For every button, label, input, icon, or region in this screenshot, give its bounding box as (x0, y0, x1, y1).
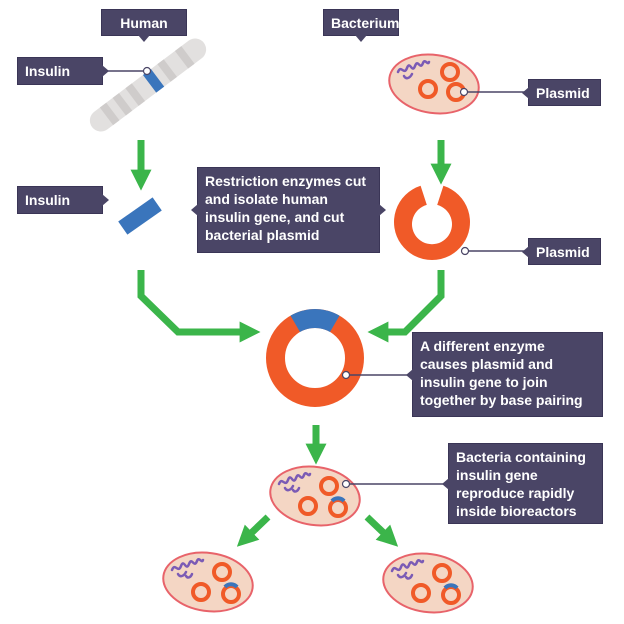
label-plasmid-bacterium: Plasmid (522, 79, 601, 106)
arrow-bent-left (137, 270, 261, 343)
label-insulin-gene-cut: Insulin gene (17, 186, 109, 226)
label-restriction-enzymes: Restriction enzymes cut and isolate huma… (191, 167, 386, 253)
label-insulin-gene-chromosome: Insulin gene (17, 57, 109, 97)
chromosome (89, 38, 207, 132)
label-different-enzyme: A different enzyme causes plasmid and in… (406, 332, 603, 417)
arrow-diag-left (236, 514, 271, 547)
bacterium-offspring-right (377, 546, 479, 620)
label-human-dna: Human DNA (101, 9, 187, 49)
bacterium-original (388, 53, 480, 115)
bacterium-modified (264, 459, 366, 533)
label-bacterium: Bacterium (323, 9, 399, 42)
label-plasmid-cut: Plasmid (522, 238, 601, 265)
cut-plasmid (394, 185, 471, 261)
label-bacteria-reproduce: Bacteria containing insulin gene reprodu… (442, 443, 603, 524)
pointer-dot (142, 66, 152, 76)
insulin-gene-fragment (118, 197, 162, 235)
arrow-bent-right (367, 270, 445, 343)
recombinant-plasmid (266, 309, 364, 407)
bacterium-offspring-left (157, 545, 259, 619)
arrow-diag-right (364, 514, 399, 547)
